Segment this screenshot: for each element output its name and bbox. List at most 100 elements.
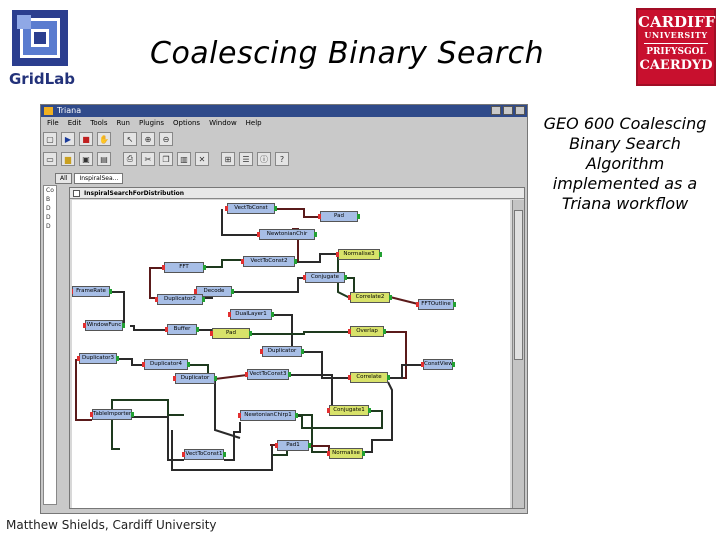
workflow-node-vecttoconst2[interactable]: VectToConst2 [241,256,297,267]
workflow-node-pad1[interactable]: Pad1 [275,440,311,451]
triana-window: Triana File Edit Tools Run Plugins Optio… [40,104,528,514]
window-title: Triana [57,106,82,115]
workflow-window: InspiralSearchForDistribution VectToCons… [69,187,525,509]
toolbar-primary: ▢ ▶ ■ ✋ ↖ ⊕ ⊖ [43,130,173,148]
close-button[interactable] [515,106,525,115]
workflow-node-vecttoconst[interactable]: VectToConst [225,203,277,214]
workflow-node-conjugate[interactable]: Conjugate [303,272,347,283]
workflow-node-normalise3[interactable]: Normalise3 [336,249,382,260]
workflow-node-newtonianchir[interactable]: NewtonianChir [257,229,317,240]
menu-edit[interactable]: Edit [67,119,82,127]
tree-item[interactable]: B [46,196,51,203]
tree-item[interactable]: D [46,214,51,221]
workflow-node-correlate[interactable]: Correlate [348,372,390,383]
slide-title: Coalescing Binary Search [150,36,545,71]
workflow-node-duallayer1[interactable]: DualLayer1 [228,309,274,320]
menu-plugins[interactable]: Plugins [138,119,165,127]
workflow-wire [389,296,419,305]
gridlab-logo-mark [12,10,68,66]
tree-item[interactable]: Co [46,187,54,194]
workflow-node-framerate[interactable]: FrameRate [72,286,112,297]
tree-item[interactable]: D [46,205,51,212]
workflow-node-constview[interactable]: ConstView [421,359,455,370]
run-icon[interactable]: ▶ [61,132,75,146]
workflow-wire [171,430,273,471]
workflow-node-vecttoconst1[interactable]: VectToConst1 [182,449,226,460]
workflow-window-titlebar: InspiralSearchForDistribution [70,188,524,199]
workflow-wire [275,208,320,218]
slide-footer: Matthew Shields, Cardiff University [6,518,217,532]
paste-icon[interactable]: ▥ [177,152,191,166]
menu-tools[interactable]: Tools [90,119,108,127]
workflow-wire [363,381,393,453]
minimize-button[interactable] [491,106,501,115]
workflow-node-fftoutline[interactable]: FFTOutline [416,299,456,310]
workflow-wire [302,351,350,379]
workflow-wire [388,364,423,379]
maximize-button[interactable] [503,106,513,115]
workflow-node-duplicator[interactable]: Duplicator [173,373,217,384]
workflow-wire [337,255,351,299]
workflow-node-newtonianchirp1[interactable]: NewtonianChirp1 [238,410,298,421]
workflow-node-pad[interactable]: Pad [210,328,252,339]
workflow-node-duplicator4[interactable]: Duplicator4 [142,359,190,370]
properties-icon[interactable]: ☰ [239,152,253,166]
save-icon[interactable]: ▣ [79,152,93,166]
workflow-node-duplicator2[interactable]: Duplicator2 [155,294,205,305]
cardiff-logo-line1: CARDIFF [638,13,716,31]
open-folder-icon[interactable]: ▆ [61,152,75,166]
new-file-icon[interactable]: ▭ [43,152,57,166]
pointer-icon[interactable]: ↖ [123,132,137,146]
tab-inspiral[interactable]: InspiralSea... [74,173,124,184]
workflow-node-duplicator[interactable]: Duplicator [260,346,304,357]
menu-file[interactable]: File [47,119,59,127]
print-icon[interactable]: ⎙ [123,152,137,166]
zoom-out-icon[interactable]: ⊖ [159,132,173,146]
menu-help[interactable]: Help [245,119,262,127]
zoom-in-icon[interactable]: ⊕ [141,132,155,146]
workflow-node-conjugate1[interactable]: Conjugate1 [327,405,371,416]
menu-options[interactable]: Options [173,119,201,127]
workflow-wire [117,358,144,366]
cut-icon[interactable]: ✂ [141,152,155,166]
info-icon[interactable]: ⓘ [257,152,271,166]
workflow-wire [204,259,243,268]
workflow-node-vecttoconst3[interactable]: VectToConst3 [245,369,291,380]
workflow-icon [73,190,80,197]
workflow-wire [221,209,259,236]
workflow-wire [295,253,338,263]
tool-tabs: All InspiralSea... [55,173,124,184]
vertical-scrollbar[interactable] [512,200,524,508]
cardiff-university-logo: CARDIFF UNIVERSITY PRIFYSGOL CAERDYD [636,8,716,86]
hand-icon[interactable]: ✋ [97,132,111,146]
tab-all[interactable]: All [55,173,73,184]
copy-icon[interactable]: ❐ [159,152,173,166]
save-all-icon[interactable]: ▤ [97,152,111,166]
menu-window[interactable]: Window [209,119,237,127]
stop-icon[interactable]: ■ [79,132,93,146]
workflow-wire [296,414,329,453]
group-icon[interactable]: ⊞ [221,152,235,166]
slide-caption: GEO 600 Coalescing Binary Search Algorit… [543,114,707,213]
workflow-node-buffer[interactable]: Buffer [165,324,199,335]
workflow-wire [224,422,241,461]
workflow-node-overlap[interactable]: Overlap [348,326,386,337]
workflow-node-duplicator3[interactable]: Duplicator3 [77,353,119,364]
workflow-node-decode[interactable]: Decode [194,286,234,297]
gridlab-logo: GridLab [6,6,78,90]
tree-item[interactable]: D [46,223,51,230]
workflow-node-correlate2[interactable]: Correlate2 [348,292,392,303]
help-icon[interactable]: ? [275,152,289,166]
workflow-node-fft[interactable]: FFT [162,262,206,273]
workflow-node-normalise[interactable]: Normalise [327,448,365,459]
workflow-wire [289,374,333,411]
workflow-node-windowfunc[interactable]: WindowFunc [83,320,125,331]
triana-app-icon [44,107,53,115]
cardiff-logo-line2: UNIVERSITY [644,30,708,40]
workflow-node-pad[interactable]: Pad [318,211,360,222]
delete-icon[interactable]: ✕ [195,152,209,166]
menu-run[interactable]: Run [116,119,130,127]
new-icon[interactable]: ▢ [43,132,57,146]
workflow-node-tableimporter[interactable]: TableImporter [90,409,134,420]
